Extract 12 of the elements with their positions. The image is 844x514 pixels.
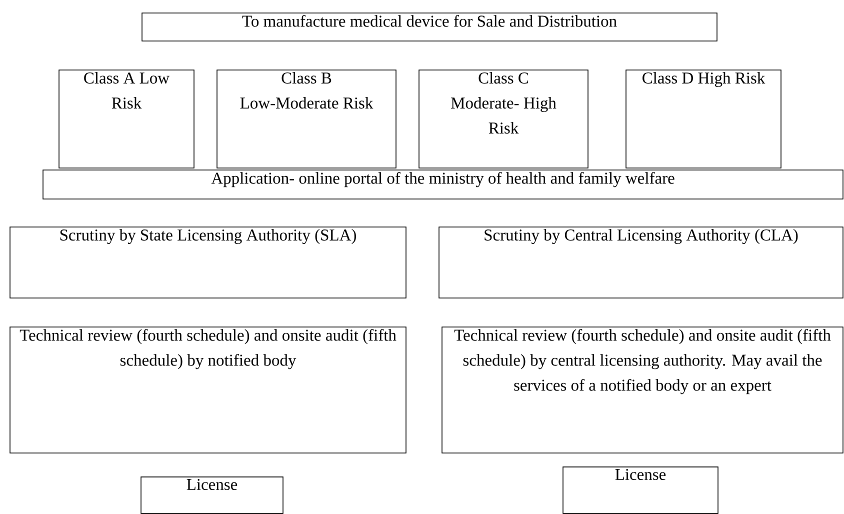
process-box: Application- online portal of the ministry of health and family welfare xyxy=(42,170,844,200)
process-box: Class A Low Risk xyxy=(58,70,194,168)
process-box: Class D High Risk xyxy=(626,70,782,168)
process-box: Technical review (fourth schedule) and onsite audit (fifth schedule) by central licensing authority. May avail the services of a notified body or an expert xyxy=(442,326,844,454)
process-box: Scrutiny by Central Licensing Authority (CLA) xyxy=(438,226,844,298)
process-box: Scrutiny by State Licensing Authority (SLA) xyxy=(10,226,406,298)
process-box: License xyxy=(140,476,284,514)
process-box: Class C Moderate- High Risk xyxy=(418,70,588,168)
process-box: To manufacture medical device for Sale and Distribution xyxy=(142,12,718,42)
process-box: License xyxy=(562,466,718,514)
process-box: Class B Low-Moderate Risk xyxy=(216,70,396,168)
process-box: Technical review (fourth schedule) and onsite audit (fifth schedule) by notified body xyxy=(10,326,406,454)
